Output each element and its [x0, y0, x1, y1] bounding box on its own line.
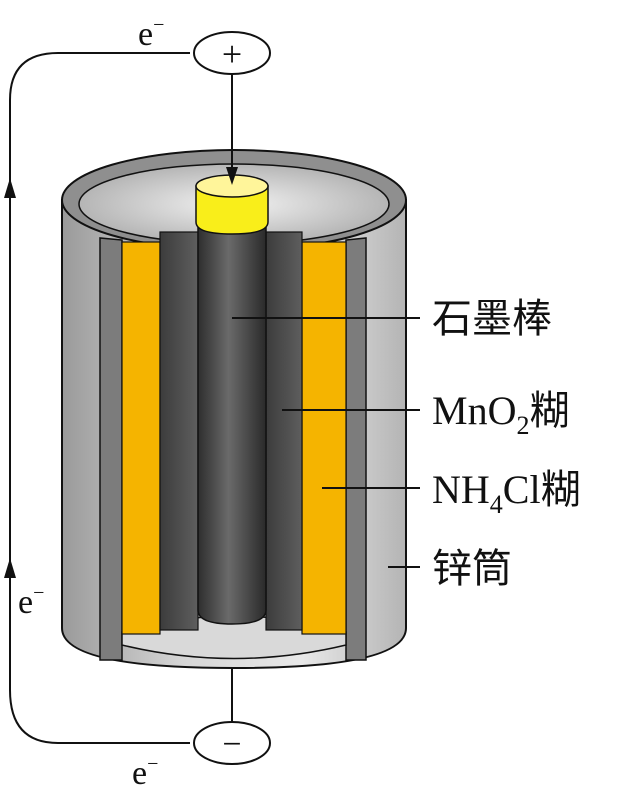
positive-terminal: [193, 31, 271, 75]
mno2-paste-right: [265, 231, 303, 631]
circuit-wire: [9, 52, 190, 744]
cutaway-interior: [345, 237, 367, 661]
arrow-up-icon: [4, 178, 16, 198]
label-mno2-paste: MnO2糊: [432, 388, 569, 440]
label-zinc-can: 锌筒: [432, 546, 512, 592]
arrow-down-icon: [226, 167, 238, 185]
electron-label-bottom: e−: [132, 753, 158, 792]
label-graphite-rod: 石墨棒: [432, 296, 552, 342]
nh4cl-paste-left: [121, 241, 161, 635]
nh4cl-paste-right: [301, 241, 347, 635]
electron-label-left: e−: [18, 582, 44, 621]
arrow-up-icon: [4, 558, 16, 578]
graphite-rod: [197, 221, 267, 625]
brass-cap: [195, 185, 269, 235]
negative-terminal: [193, 721, 271, 765]
electron-label-top: e−: [138, 14, 164, 53]
negative-sign: −: [222, 726, 241, 763]
label-nh4cl-paste: NH4Cl糊: [432, 467, 581, 519]
positive-sign: +: [222, 34, 242, 74]
mno2-paste-left: [159, 231, 199, 631]
cutaway-interior: [99, 237, 123, 661]
